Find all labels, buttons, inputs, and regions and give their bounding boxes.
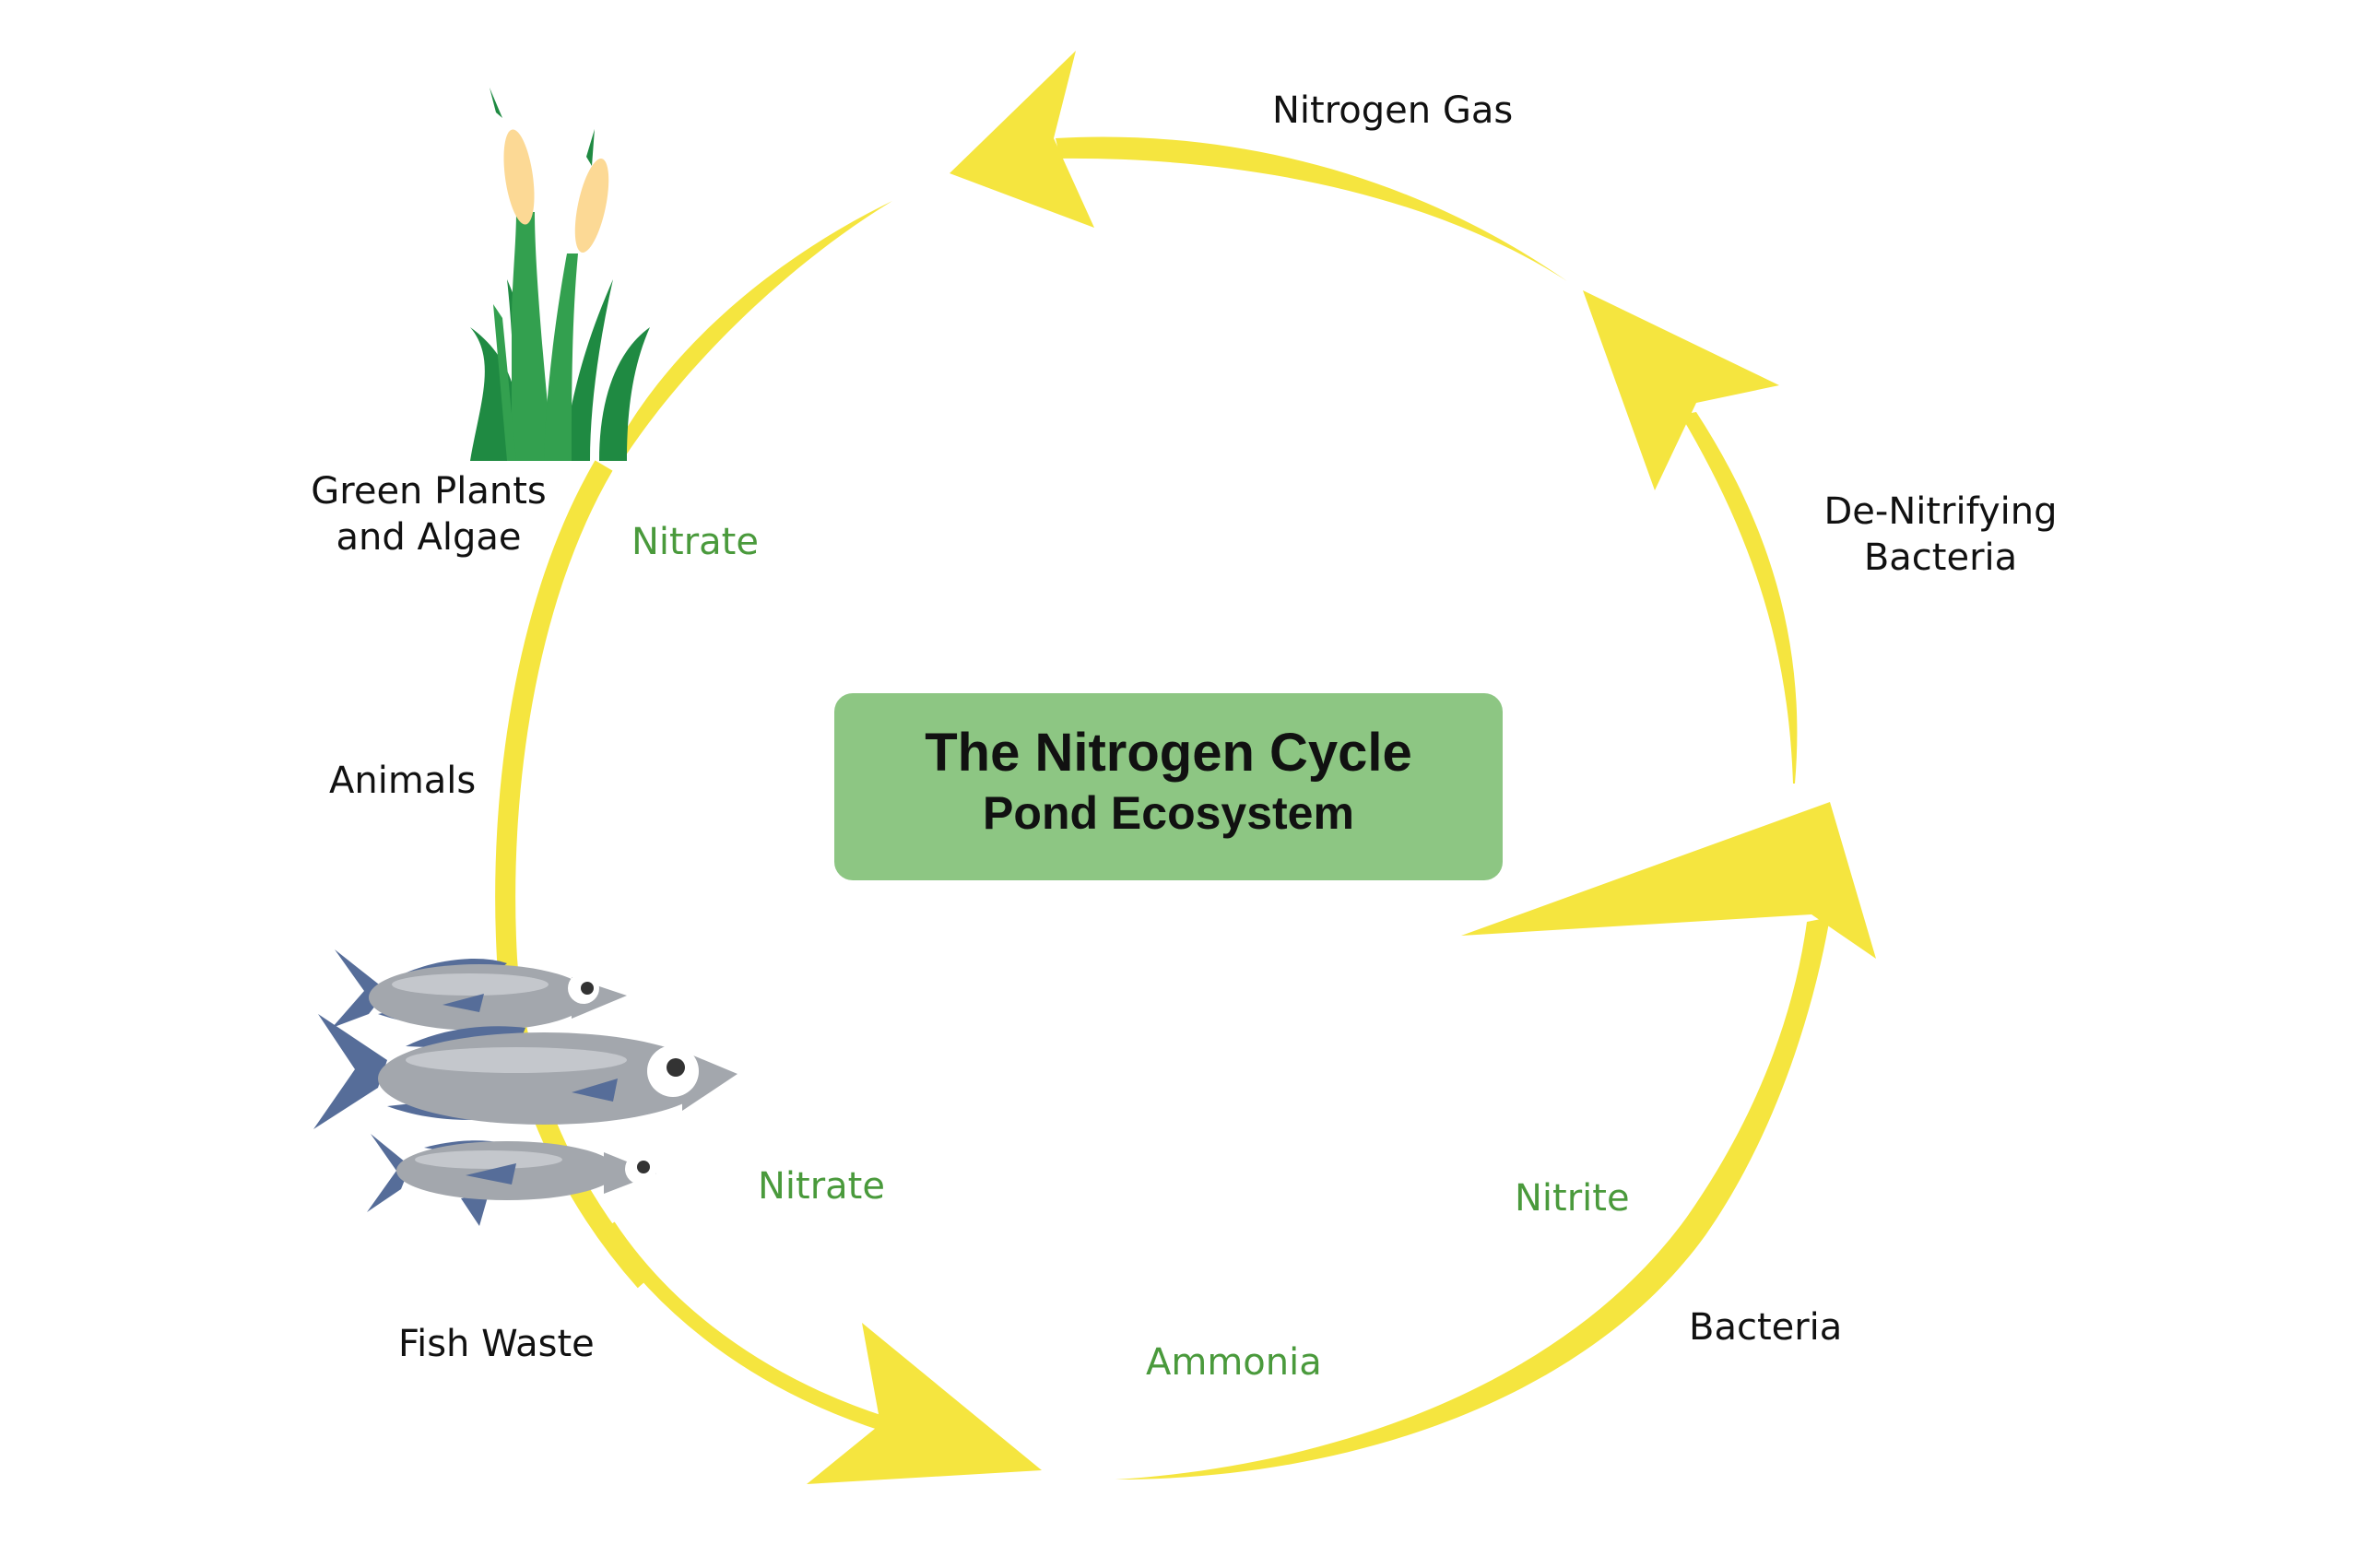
cattail-head [574,159,609,253]
cattail-stem [512,212,553,461]
cattail-tip [490,88,502,118]
title-box: The Nitrogen Cycle Pond Ecosystem [834,693,1503,880]
grass-blade [493,304,516,461]
grass-blade [599,327,650,461]
fish-top [332,949,627,1031]
label-bacteria: Bacteria [1689,1306,1843,1349]
arc-upper-thin [608,201,892,461]
label-ammonia: Ammonia [1146,1341,1322,1384]
label-green-plants: Green Plants and Algae [304,468,553,560]
label-denitrifying-line2: Bacteria [1863,536,2018,579]
arrow-shaft [1681,412,1798,784]
arrow-head [1583,290,1779,490]
arrow-head [950,51,1094,228]
arrow-head [1461,802,1876,959]
arrow-shaft [1056,136,1567,281]
label-denitrifying-line1: De-Nitrifying [1823,490,2058,533]
grass-blade [562,279,613,461]
diagram-subtitle: Pond Ecosystem [983,787,1354,839]
diagram-title: The Nitrogen Cycle [925,723,1412,783]
label-green-plants-line1: Green Plants [311,470,547,513]
label-nitrate-bottom: Nitrate [758,1165,885,1208]
arrow-ammonia-to-nitrite [1115,802,1876,1480]
arrow-denitrifying [1583,290,1798,784]
label-nitrogen-gas: Nitrogen Gas [1272,89,1514,132]
cattail-plants-icon [470,88,650,461]
cattail-head [503,129,535,225]
label-denitrifying-bacteria: De-Nitrifying Bacteria [1784,489,2097,581]
fish-large [313,1014,738,1129]
arrow-fish-to-ammonia [602,1221,1042,1484]
fish-school-icon [313,949,738,1226]
arrow-nitrogen-gas [950,51,1567,281]
label-fish-waste: Fish Waste [398,1323,595,1365]
cattail-stem [544,253,578,461]
label-green-plants-line2: and Algae [336,516,522,559]
arrow-shaft [1115,917,1830,1480]
label-animals: Animals [329,760,477,802]
fish-bottom [367,1134,656,1226]
arrow-shaft [602,1221,888,1432]
arrow-head [807,1323,1042,1484]
label-nitrite: Nitrite [1515,1177,1630,1220]
cattail-tip [586,129,595,166]
label-nitrate-top: Nitrate [631,521,759,563]
